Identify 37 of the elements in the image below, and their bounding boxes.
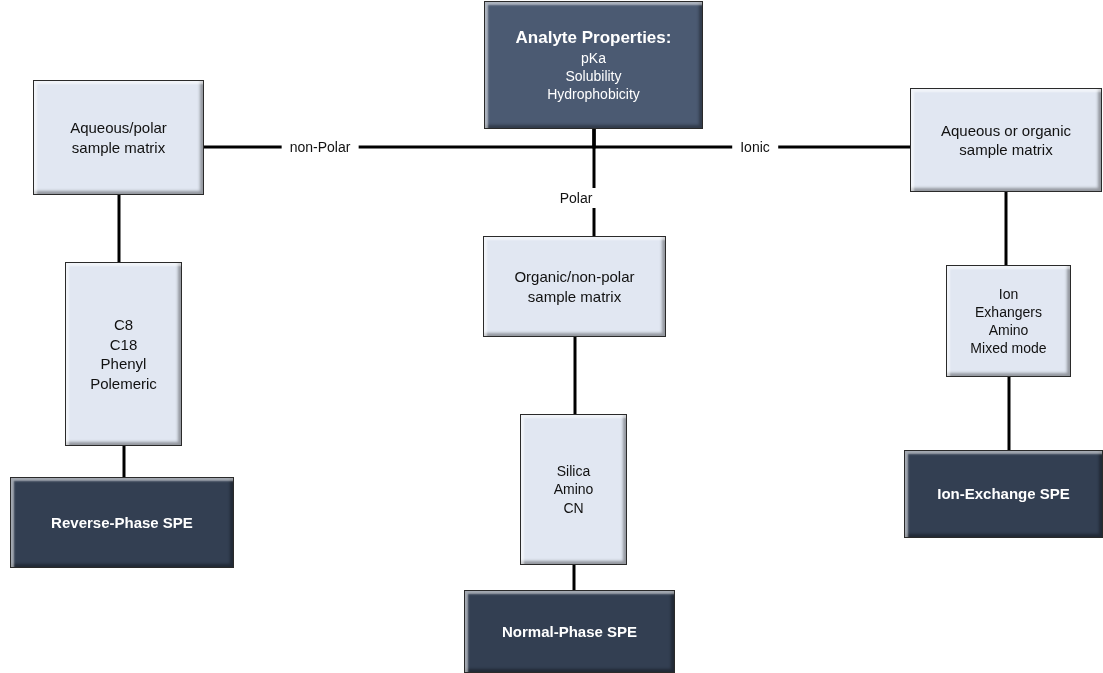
box-text: Polemeric <box>90 373 157 393</box>
box-text: Organic/non-polar sample matrix <box>513 267 636 306</box>
box-text: pKa <box>581 48 606 67</box>
box-text: Exhangers <box>975 302 1042 321</box>
box-text: Ion-Exchange SPE <box>937 484 1070 504</box>
result-box <box>10 477 234 568</box>
process-box <box>483 236 666 337</box>
connector-line <box>572 565 576 590</box>
box-text: Silica <box>556 462 591 481</box>
connector-line <box>122 446 126 477</box>
box-text: Amino <box>553 480 594 499</box>
box-text: Phenyl <box>100 354 147 374</box>
box-text: Ion <box>998 284 1019 303</box>
box-text: Amino <box>988 321 1029 340</box>
box-text: Aqueous/polar sample matrix <box>69 118 168 157</box>
process-box <box>65 262 182 446</box>
box-text: Mixed mode <box>970 339 1047 358</box>
box-text: Normal-Phase SPE <box>501 621 638 642</box>
connector-line <box>1007 377 1011 450</box>
box-text: C8 <box>113 315 134 335</box>
connector-line <box>573 337 577 414</box>
box-text: Aqueous or organic sample matrix <box>939 120 1073 160</box>
result-box <box>904 450 1103 538</box>
box-text: Reverse-Phase SPE <box>51 512 193 533</box>
process-box <box>33 80 204 195</box>
connector-line <box>117 195 121 262</box>
box-text: CN <box>563 498 584 517</box>
box-heading: Analyte Properties: <box>515 26 672 49</box>
process-box <box>946 265 1071 377</box>
box-text: Solubility <box>565 66 622 86</box>
process-box <box>520 414 627 565</box>
box-text: Hydrophobicity <box>547 85 640 104</box>
header-box <box>484 1 703 129</box>
box-text: C18 <box>109 334 138 354</box>
result-box <box>464 590 675 673</box>
process-box <box>910 88 1102 192</box>
connector-line <box>1004 192 1008 265</box>
